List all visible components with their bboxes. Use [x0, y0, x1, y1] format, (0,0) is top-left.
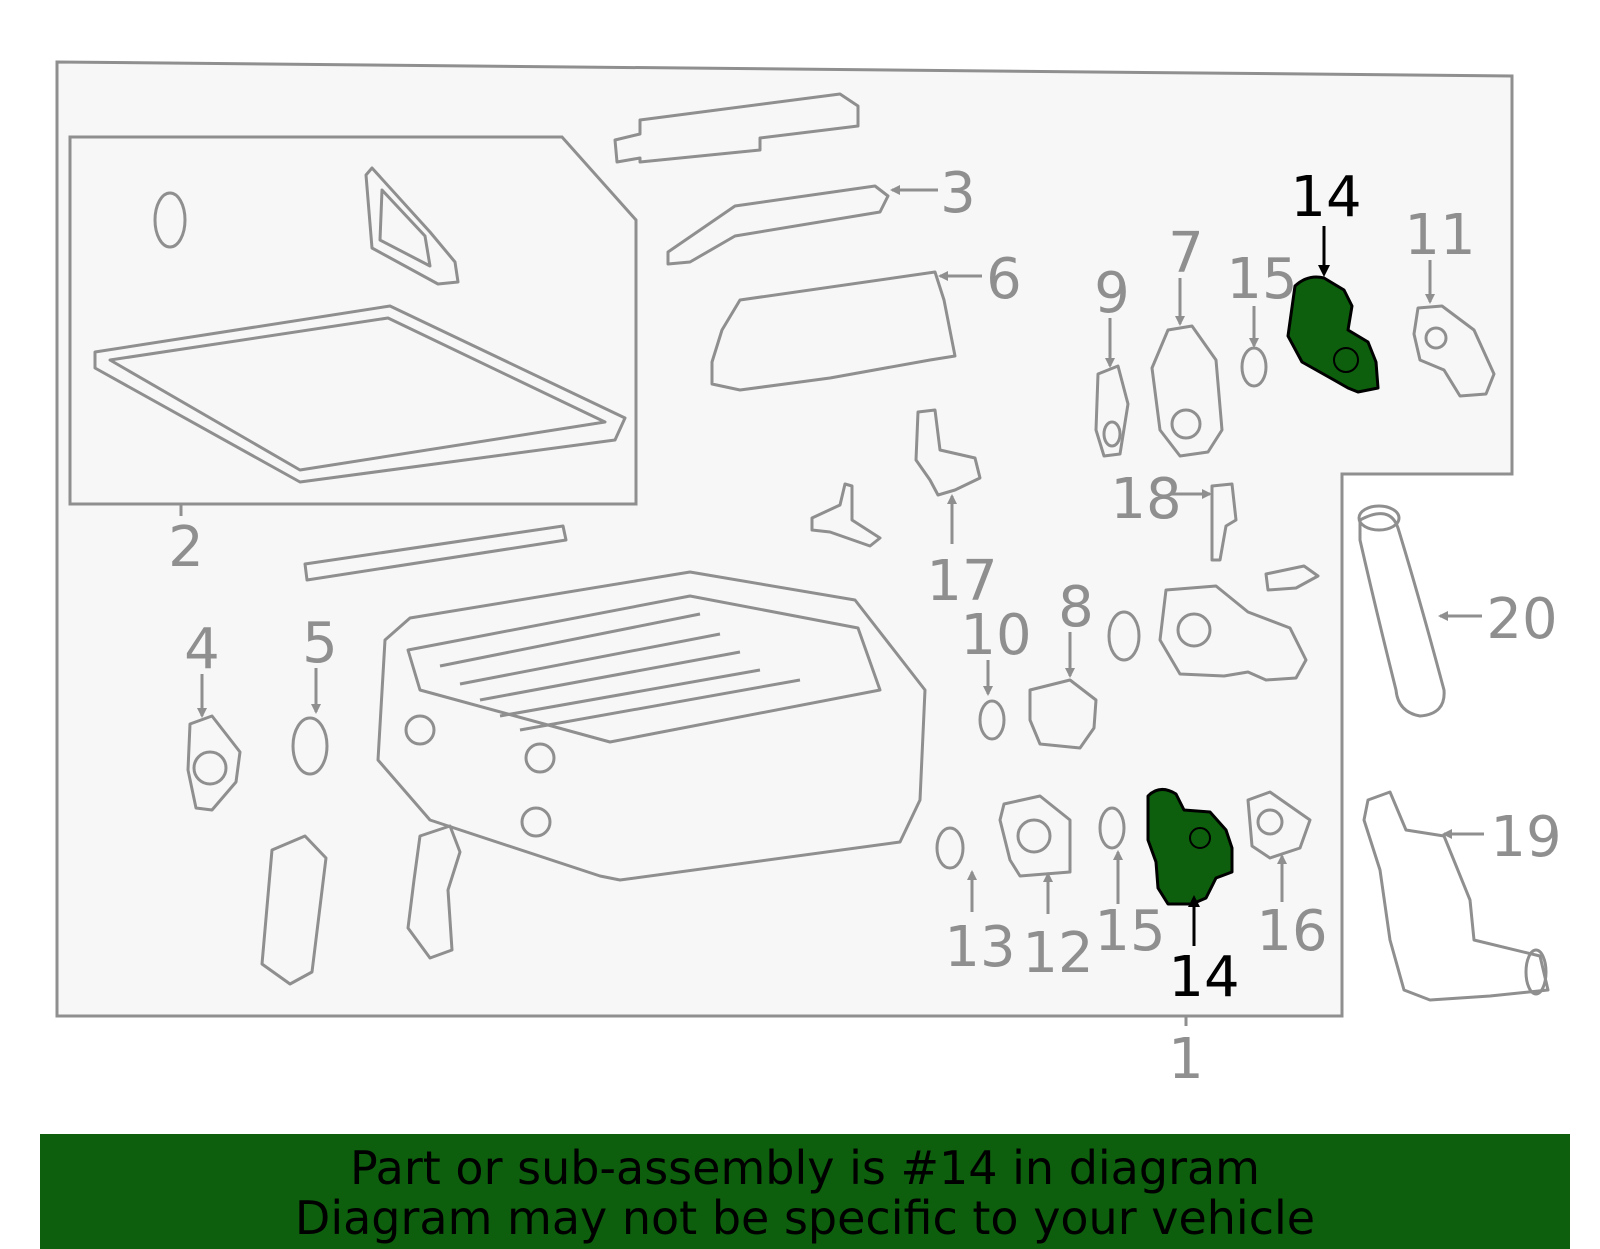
callout-label-8: 8 — [1058, 575, 1094, 640]
hose-20-end — [1357, 504, 1401, 532]
bracket-8-part — [1028, 678, 1098, 750]
gasket-9-detail — [1102, 420, 1122, 448]
seal-5-part — [291, 716, 329, 776]
callout-label-9: 9 — [1094, 261, 1130, 326]
sensor-18-part — [1210, 482, 1238, 562]
part-14-lower — [1146, 788, 1234, 906]
seal-10-part — [978, 699, 1006, 741]
hose-20-part — [1358, 512, 1446, 718]
part-14-upper-detail — [1333, 347, 1359, 373]
callout-label-17: 17 — [926, 549, 997, 614]
hose-19-end — [1524, 948, 1548, 996]
strip-part — [303, 524, 568, 582]
cover-4-detail — [192, 750, 228, 786]
callout-label-12: 12 — [1022, 921, 1093, 986]
callout-label-2: 2 — [168, 515, 204, 580]
gasket-9-part — [1094, 364, 1130, 458]
callout-label-10: 10 — [960, 603, 1031, 668]
elbow-11-part — [1412, 304, 1496, 398]
clip-small-part — [1264, 564, 1320, 592]
callout-label-7: 7 — [1168, 221, 1204, 286]
seal-15a-part — [1240, 346, 1268, 388]
port-part — [520, 806, 552, 838]
callout-label-13: 13 — [944, 915, 1015, 980]
callout-label-4: 4 — [184, 617, 220, 682]
hose-19-part — [1362, 790, 1550, 1002]
port-part — [524, 742, 556, 774]
caption-line-2: Diagram may not be specific to your vehi… — [294, 1191, 1316, 1245]
gasket-small-part — [364, 166, 460, 286]
callout-label-1: 1 — [1168, 1027, 1204, 1092]
callout-label-5: 5 — [302, 611, 338, 676]
cover-4-part — [186, 714, 242, 812]
inverter-top — [406, 594, 882, 744]
gasket-oval-part — [406, 824, 462, 960]
callout-label-14-lower: 14 — [1168, 945, 1239, 1010]
seal-15b-part — [1098, 806, 1126, 850]
seal-large-part — [1107, 610, 1141, 662]
cover-gasket-part — [93, 304, 627, 484]
bracket-6-part — [710, 270, 957, 392]
pump-7-detail — [1170, 408, 1202, 440]
plate-part — [260, 834, 328, 986]
cover-gasket-inner — [108, 316, 607, 472]
part-14-upper — [1286, 275, 1380, 394]
caption-line-1: Part or sub-assembly is #14 in diagram — [350, 1141, 1260, 1195]
housing-large-detail — [1176, 612, 1212, 648]
callout-label-20: 20 — [1486, 587, 1557, 652]
callout-label-14-upper: 14 — [1290, 165, 1361, 230]
housing-16-detail — [1256, 808, 1284, 836]
housing-large-part — [1158, 584, 1308, 682]
housing-16-part — [1246, 790, 1312, 860]
callout-label-16: 16 — [1256, 899, 1327, 964]
elbow-11-detail — [1424, 326, 1448, 350]
callout-label-19: 19 — [1490, 805, 1561, 870]
gasket-small-inner — [378, 188, 432, 268]
callout-label-3: 3 — [940, 161, 976, 226]
port-part — [404, 714, 436, 746]
caption-banner: Part or sub-assembly is #14 in diagram D… — [40, 1134, 1570, 1249]
callout-label-6: 6 — [986, 247, 1022, 312]
o-ring-part — [153, 191, 187, 249]
inverter-lines — [439, 612, 801, 732]
sensor-17-part — [914, 408, 982, 497]
bracket-top-part — [613, 92, 860, 164]
subassembly-panel — [68, 135, 638, 506]
part-14-lower-detail — [1189, 827, 1211, 849]
clip-part — [810, 482, 882, 548]
callout-label-15-upper: 15 — [1226, 247, 1297, 312]
bracket-3-part — [666, 184, 890, 266]
housing-12-detail — [1016, 818, 1052, 854]
pump-7-part — [1150, 324, 1224, 458]
callout-label-11: 11 — [1404, 203, 1475, 268]
callout-label-18: 18 — [1110, 467, 1181, 532]
seal-13-part — [935, 826, 965, 870]
highlighted-part-14 — [1146, 275, 1380, 906]
callout-label-15-lower: 15 — [1094, 899, 1165, 964]
inverter-body-part — [376, 570, 927, 882]
